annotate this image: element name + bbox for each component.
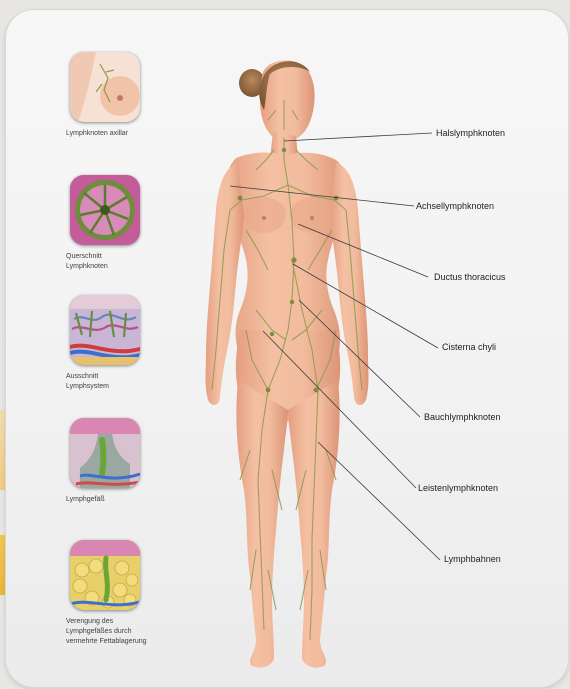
label-cisterna-chyli: Cisterna chyli <box>442 342 496 352</box>
caption-ausschnitt-lymphsystem: Ausschnitt Lymphsystem <box>66 372 186 392</box>
label-bauchlymphknoten: Bauchlymphknoten <box>424 412 501 422</box>
caption-lymphknoten-axillar: Lymphknoten axillar <box>66 129 186 139</box>
diagram-card: Lymphknoten axillar Querschnitt Lymphkno… <box>6 10 568 687</box>
thumb-lymphknoten-axillar[interactable] <box>70 52 140 122</box>
caption-lymphgefaess: Lymphgefäß <box>66 495 186 505</box>
leg-right <box>236 380 288 668</box>
thumb-verengung[interactable] <box>70 540 140 610</box>
label-achsellymphknoten: Achsellymphknoten <box>416 201 494 211</box>
label-halslymphknoten: Halslymphknoten <box>436 128 505 138</box>
label-ductus-thoracicus: Ductus thoracicus <box>434 272 506 282</box>
label-lymphbahnen: Lymphbahnen <box>444 554 501 564</box>
thumb-ausschnitt-lymphsystem[interactable] <box>70 295 140 365</box>
thumb-lymphgefaess[interactable] <box>70 418 140 488</box>
leg-left <box>288 380 340 668</box>
thumb-querschnitt-lymphknoten[interactable] <box>70 175 140 245</box>
caption-verengung: Verengung des Lymphgefäßes durch vermehr… <box>66 617 186 647</box>
label-leistenlymphknoten: Leistenlymphknoten <box>418 483 498 493</box>
caption-querschnitt-lymphknoten: Querschnitt Lymphknoten <box>66 252 186 272</box>
torso <box>226 153 347 357</box>
